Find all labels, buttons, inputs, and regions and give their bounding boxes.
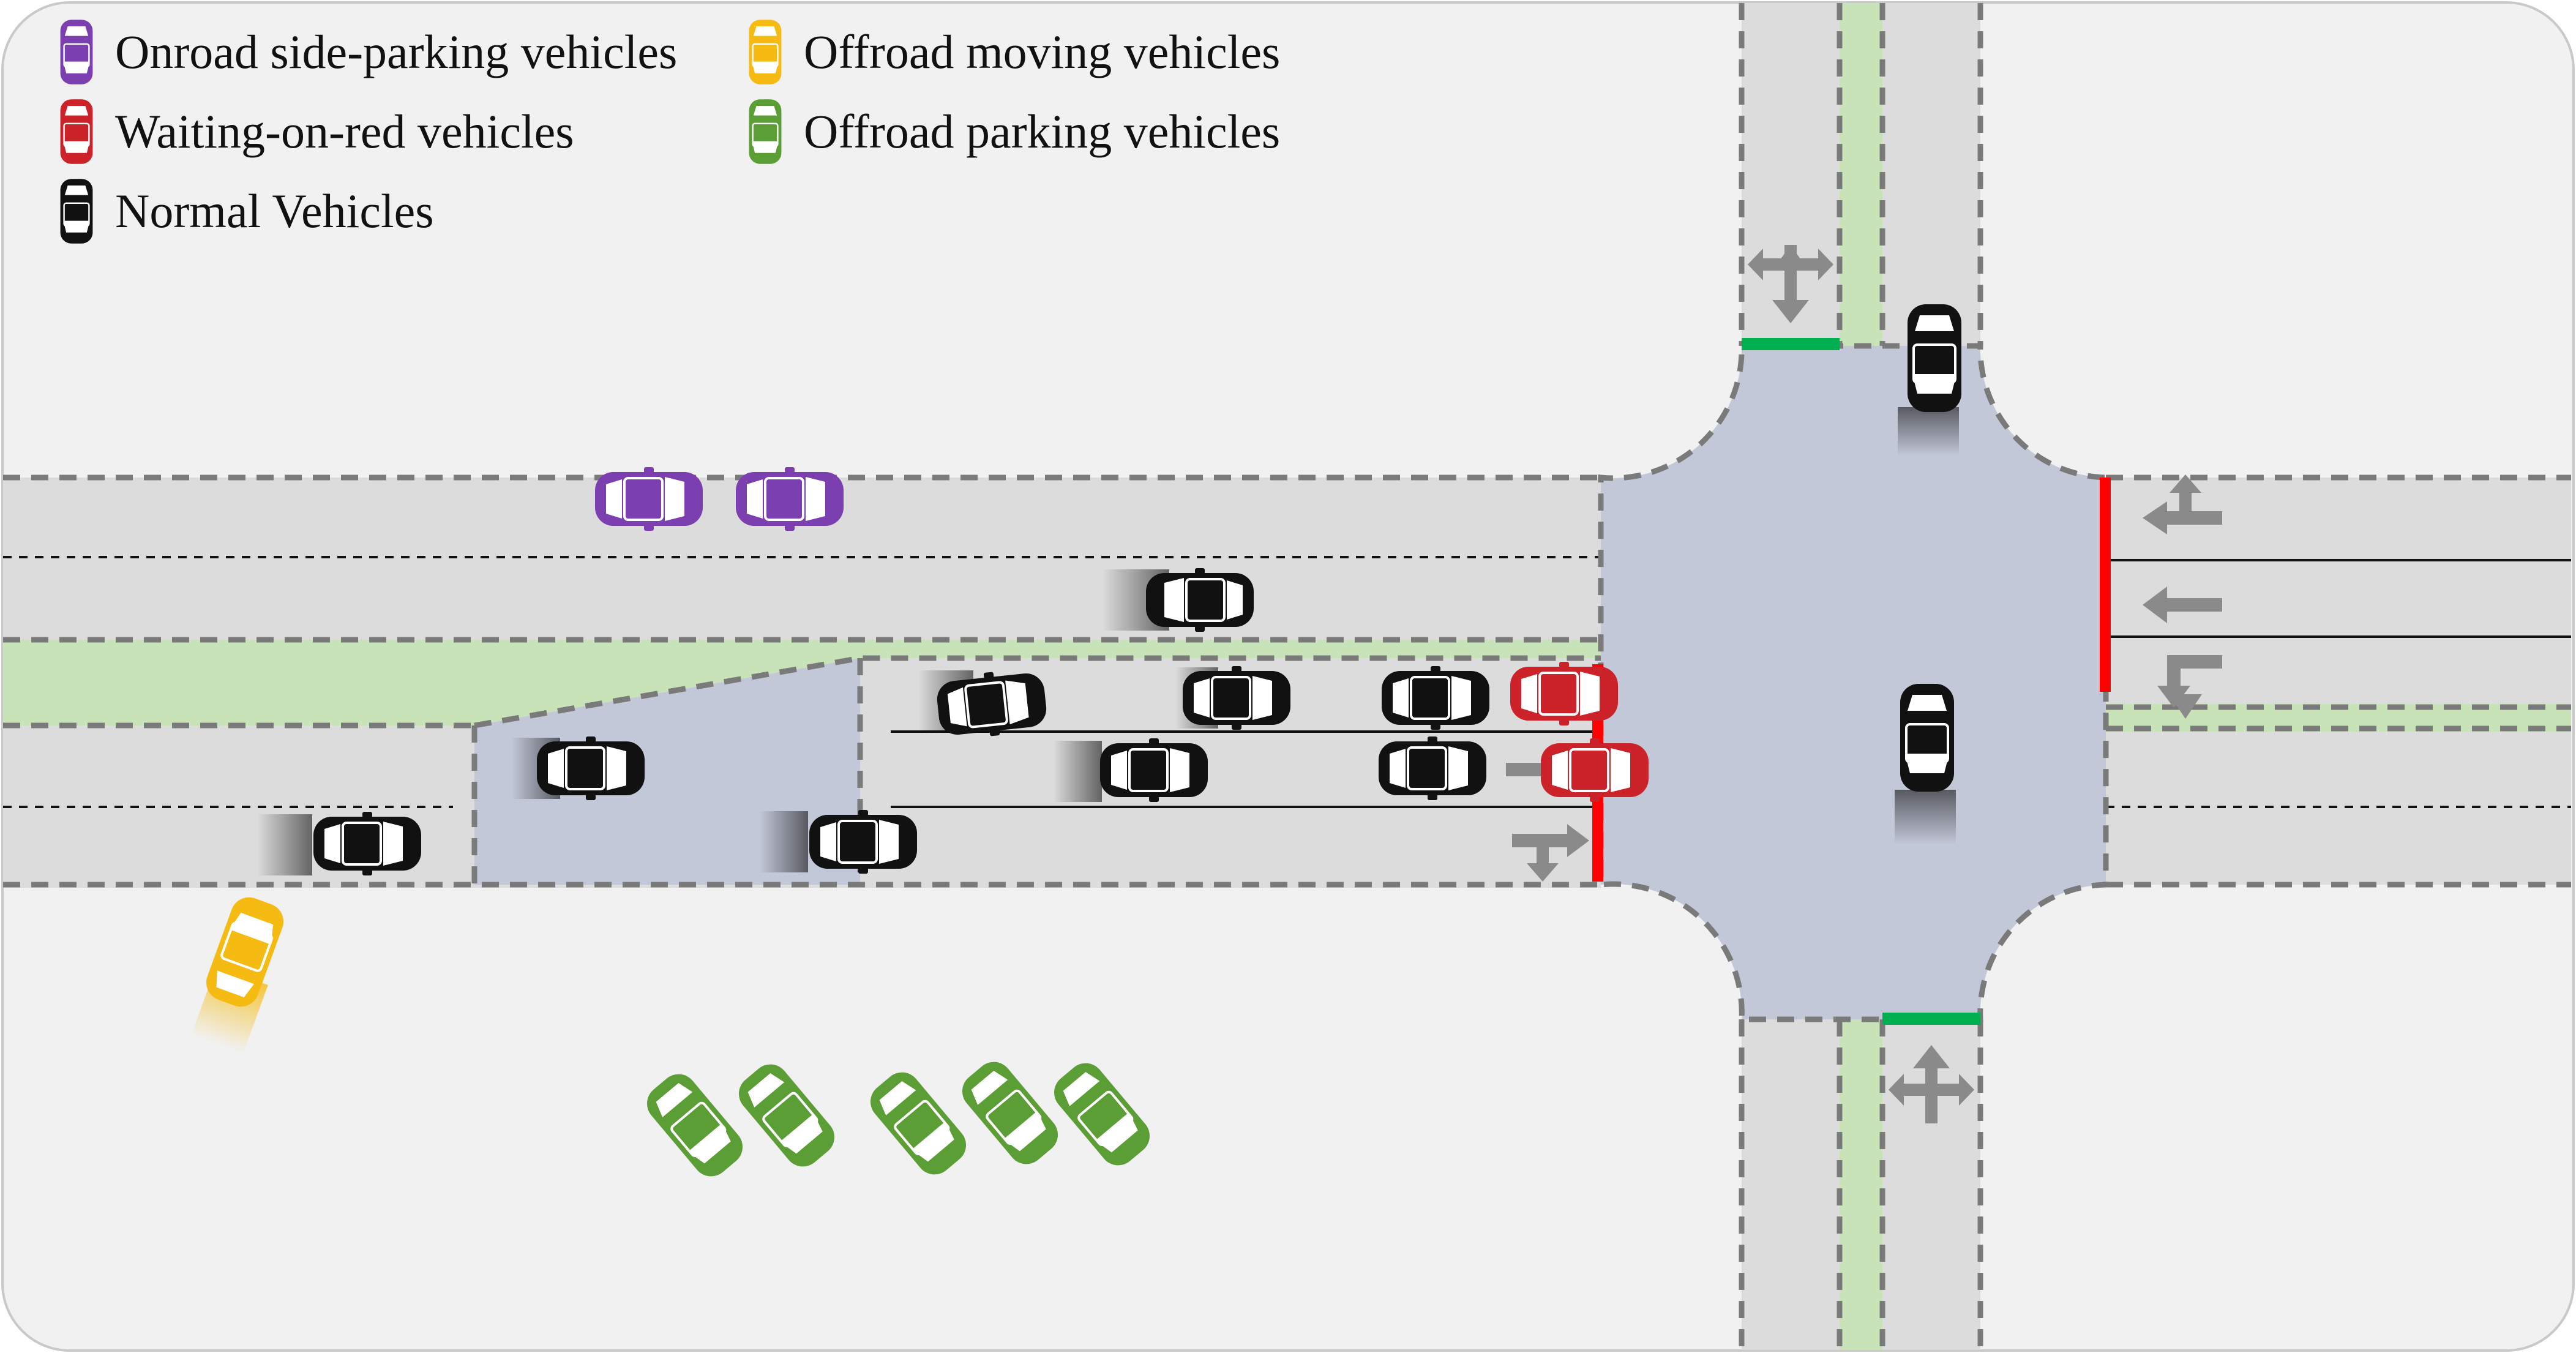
east-straight-icon [2143, 587, 2222, 623]
normal-car [1099, 737, 1209, 803]
legend-item-waiting-on-red: Waiting-on-red vehicles [55, 95, 574, 168]
legend-item-normal: Normal Vehicles [55, 174, 434, 248]
green-car-icon [748, 98, 782, 165]
normal-car [1181, 665, 1292, 731]
west-straight-right-icon [1512, 824, 1589, 882]
offroad-moving-car [191, 891, 290, 1054]
normal-car [808, 809, 918, 875]
legend: Onroad side-parking vehicles Offroad mov… [0, 0, 1408, 257]
black-car-icon [59, 178, 94, 244]
side-parking-car [594, 466, 704, 532]
normal-car [1380, 665, 1491, 731]
east-signal-red [2100, 478, 2111, 692]
normal-car [1377, 735, 1488, 801]
normal-car [1899, 683, 1955, 793]
normal-car [536, 735, 646, 801]
legend-label: Waiting-on-red vehicles [115, 105, 574, 158]
intersection-area [1598, 343, 2109, 1022]
south-signal-green [1882, 1013, 1980, 1025]
normal-car [1906, 303, 1963, 413]
north-road [1739, 3, 1983, 346]
north-signal-green [1742, 338, 1840, 350]
waiting-on-red-car [1540, 737, 1650, 803]
yellow-car-icon [748, 19, 782, 86]
purple-car-icon [59, 19, 94, 86]
south-straight-left-right-icon [1889, 1045, 1974, 1123]
south-road [1739, 1019, 1983, 1350]
waiting-on-red-car [1509, 661, 1619, 727]
east-straight-left-icon [2143, 474, 2222, 534]
east-right-turn-icon [2157, 655, 2222, 719]
normal-car [1145, 567, 1255, 633]
north-straight-left-right-icon [1748, 245, 1833, 323]
legend-label: Offroad moving vehicles [804, 25, 1281, 78]
side-parking-car [735, 466, 845, 532]
legend-item-offroad-parking: Offroad parking vehicles [744, 95, 1280, 168]
red-car-icon [59, 98, 94, 165]
legend-label: Offroad parking vehicles [804, 105, 1281, 158]
normal-car [312, 811, 422, 877]
legend-label: Onroad side-parking vehicles [115, 25, 678, 78]
legend-item-offroad-moving: Offroad moving vehicles [744, 15, 1280, 89]
legend-label: Normal Vehicles [115, 184, 434, 238]
legend-item-onroad-side-parking: Onroad side-parking vehicles [55, 15, 677, 89]
